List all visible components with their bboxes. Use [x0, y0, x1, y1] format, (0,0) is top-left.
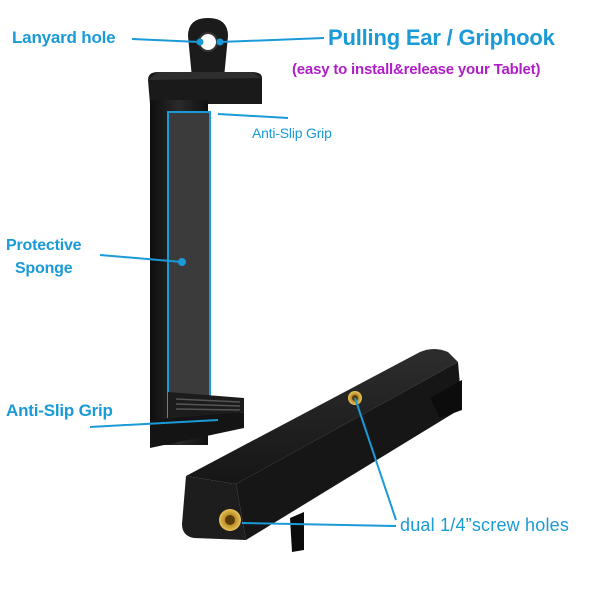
protective-sponge-label: Protective Sponge	[6, 234, 82, 280]
pointer-lines	[89, 37, 397, 527]
vertical-arm	[148, 72, 262, 448]
lanyard-hole-opening	[199, 33, 217, 51]
griphook	[188, 18, 228, 78]
pulling-ear-label: Pulling Ear / Griphook	[328, 25, 555, 50]
screw-holes-label: dual 1/4”screw holes	[400, 515, 570, 535]
protective-sponge	[167, 111, 211, 418]
horizontal-base	[182, 349, 462, 552]
anti-slip-bottom-label: Anti-Slip Grip	[6, 401, 113, 420]
protective-line-2: Sponge	[14, 260, 73, 278]
anti-slip-top-label: Anti-Slip Grip	[252, 125, 332, 141]
lanyard-hole-label: Lanyard hole	[12, 28, 116, 47]
easy-install-note: (easy to install&release your Tablet)	[292, 61, 541, 78]
protective-line-1: Protective	[6, 237, 82, 254]
